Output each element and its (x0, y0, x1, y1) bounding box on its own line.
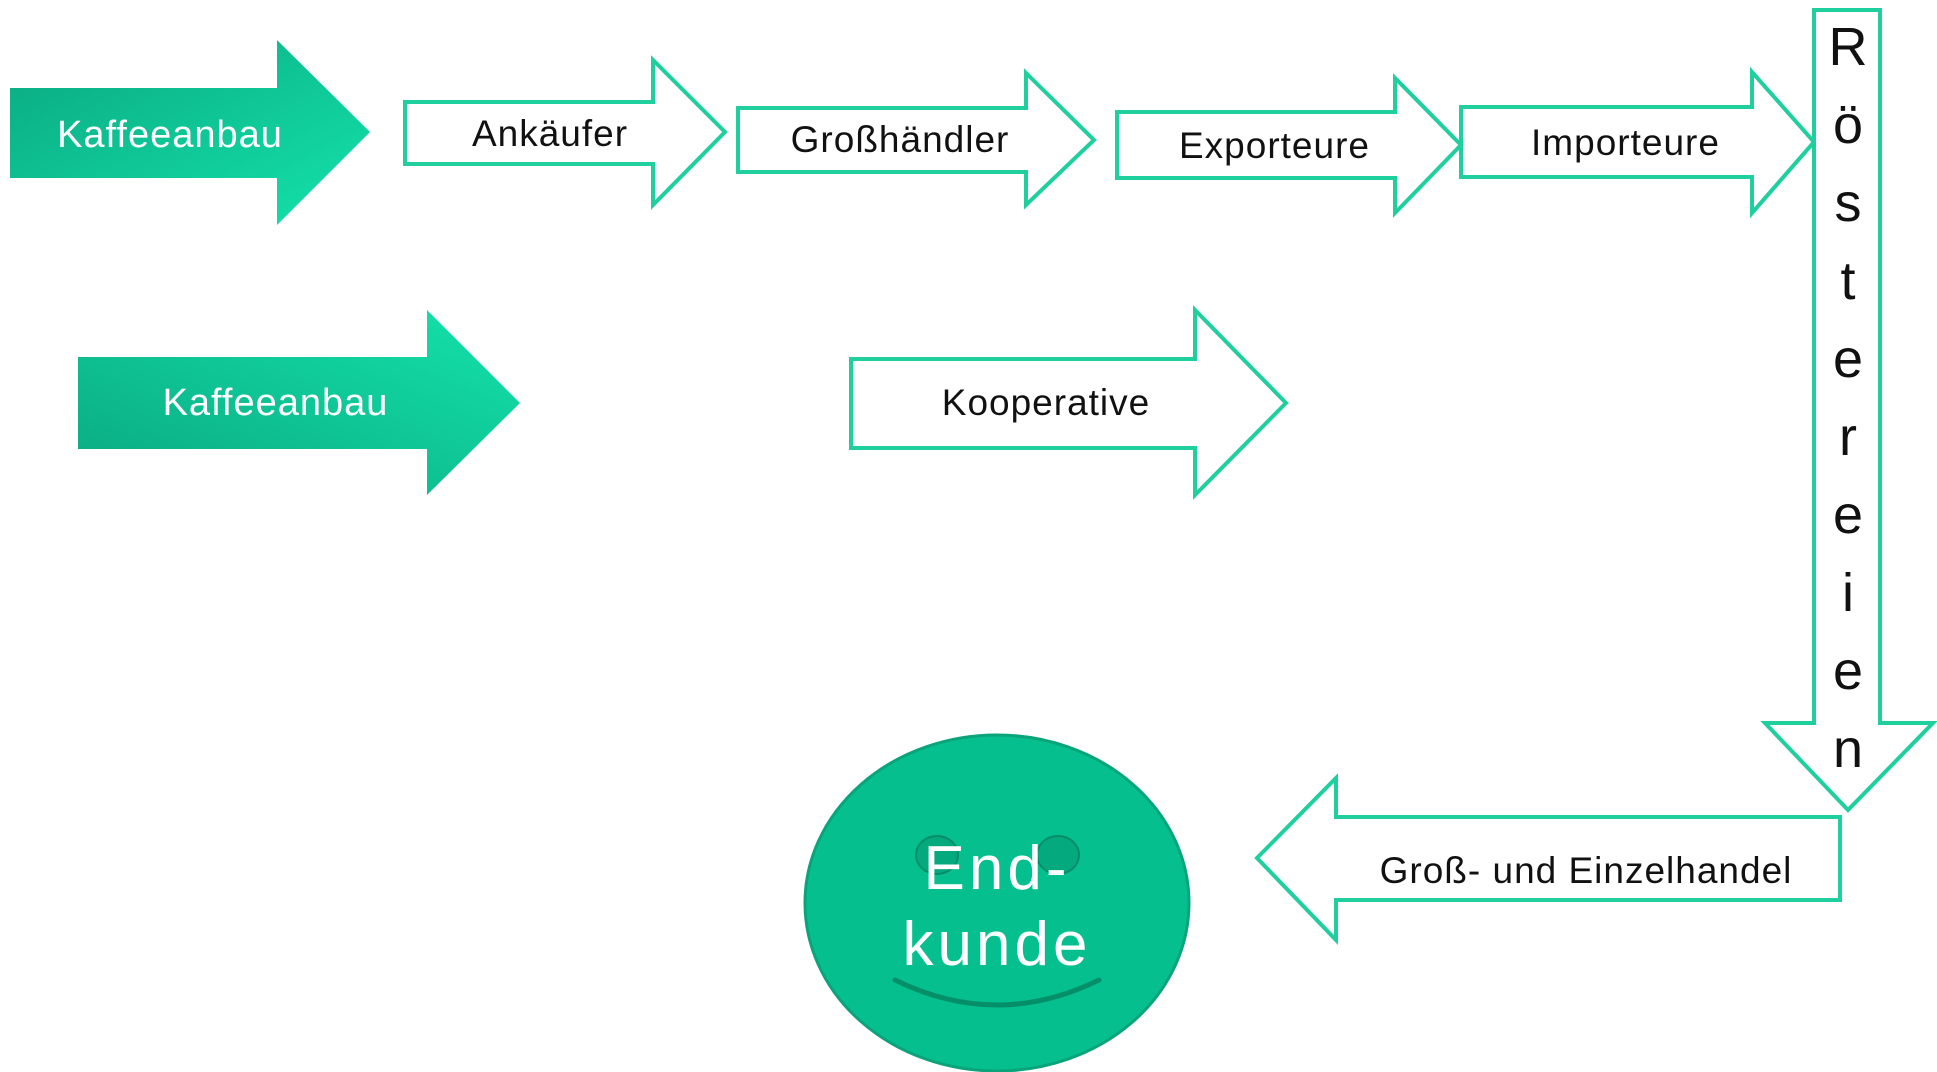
kooperative-label: Kooperative (941, 382, 1151, 423)
roestereien-letter: i (1842, 563, 1854, 623)
endkunde-line-1: End- (923, 834, 1071, 903)
kooperative-arrow (849, 305, 1289, 500)
endkunde-face (803, 733, 1191, 1072)
importeure-arrow (1459, 66, 1817, 219)
roestereien-letter: n (1832, 719, 1864, 779)
roestereien-letter: s (1834, 173, 1862, 233)
roestereien-letter: e (1832, 485, 1864, 545)
roestereien-letter: ö (1832, 95, 1864, 155)
roestereien-letter: t (1840, 251, 1856, 311)
grosshaendler-arrow (736, 68, 1097, 210)
grosshaendler-label: Großhändler (790, 119, 1010, 160)
roestereien-letter: r (1839, 407, 1857, 467)
kaffeeanbau-arrow-1 (10, 40, 370, 225)
kaffeeanbau-label-1: Kaffeeanbau (57, 113, 283, 156)
kaffeeanbau-arrow-2 (78, 310, 520, 495)
left-eye-icon (915, 835, 959, 875)
roestereien-letter: R (1828, 17, 1868, 77)
retail-label: Groß- und Einzelhandel (1379, 850, 1793, 891)
endkunde-line-2: kunde (902, 910, 1092, 979)
smile-icon (892, 977, 1102, 1008)
exporteure-label: Exporteure (1179, 125, 1370, 166)
kaffeeanbau-label-2: Kaffeeanbau (162, 381, 389, 424)
endkunde-label: End- kunde (840, 831, 1154, 983)
retail-arrow (1254, 773, 1842, 945)
right-eye-icon (1036, 835, 1080, 875)
ankaeufer-arrow (403, 55, 728, 210)
ankaeufer-label: Ankäufer (471, 113, 629, 154)
roestereien-arrow (1760, 8, 1937, 813)
roestereien-letter: e (1832, 641, 1864, 701)
roestereien-letter: e (1832, 329, 1864, 389)
importeure-label: Importeure (1531, 122, 1720, 163)
exporteure-arrow (1115, 73, 1464, 218)
